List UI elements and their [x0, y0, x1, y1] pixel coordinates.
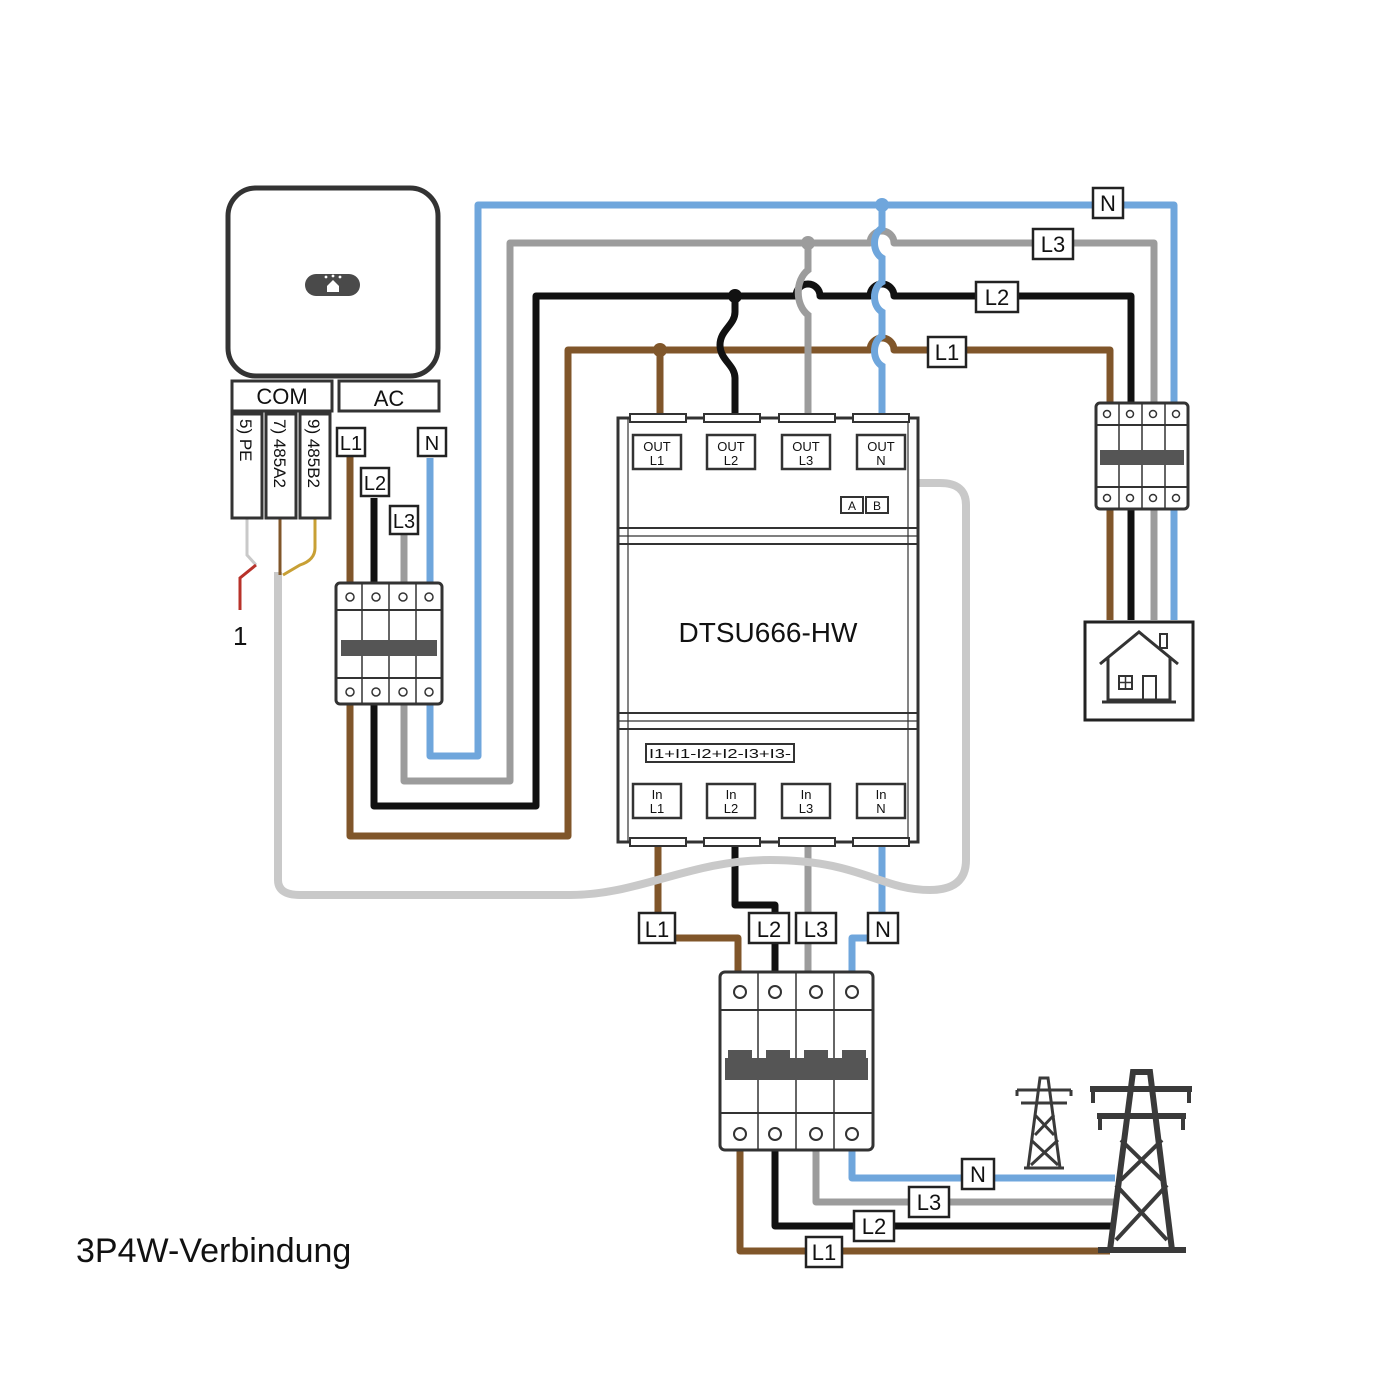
com-pin-wires — [238, 518, 317, 610]
out-l1-top: OUT — [643, 439, 671, 454]
drop-out-n — [871, 205, 886, 418]
wire-in-n — [848, 842, 886, 975]
com-pin-485a: 7) 485A2 — [270, 419, 289, 488]
out-l2-bottom: L2 — [724, 453, 738, 468]
top-wire-labels: N L3 L2 L1 — [926, 186, 1125, 369]
grid-label-l2: L2 — [862, 1214, 886, 1239]
home-icon — [324, 274, 342, 292]
rs485-cable-outer — [274, 479, 970, 899]
top-label-n: N — [1100, 191, 1116, 216]
ac-terminal-n: N — [425, 433, 439, 455]
top-label-l1: L1 — [935, 340, 959, 365]
out-n-top: OUT — [867, 439, 895, 454]
bottom-label-l3: L3 — [804, 917, 828, 942]
breaker-load — [1094, 401, 1190, 511]
top-label-l2: L2 — [985, 285, 1009, 310]
bottom-label-n: N — [875, 917, 891, 942]
ac-terminal-l2: L2 — [364, 473, 386, 495]
top-label-l3: L3 — [1041, 232, 1065, 257]
wire-inverter-l1 — [346, 346, 660, 840]
breaker-grid — [718, 970, 875, 1152]
grid-label-l3: L3 — [917, 1190, 941, 1215]
meter-in-terminals: In L1 In L2 In L3 In N — [631, 782, 907, 820]
wire-grid-l3 — [812, 1148, 1115, 1206]
house-icon — [1083, 620, 1195, 722]
wire-grid-l2 — [771, 1148, 1115, 1230]
in-l2-bottom: L2 — [724, 801, 738, 816]
out-l2-top: OUT — [717, 439, 745, 454]
grid-label-l1: L1 — [812, 1240, 836, 1265]
junction-l2 — [728, 289, 742, 303]
com-label: COM — [256, 384, 307, 409]
bottom-label-l2: L2 — [757, 917, 781, 942]
in-l1-bottom: L1 — [650, 801, 664, 816]
wire-grid-n — [848, 1148, 1115, 1182]
grid-wires — [736, 1148, 1115, 1255]
rs485-b-label: B — [873, 499, 881, 513]
breaker-inverter — [334, 581, 444, 706]
out-n-bottom: N — [876, 453, 885, 468]
pe-wire-red — [238, 563, 257, 610]
in-l3-bottom: L3 — [799, 801, 813, 816]
ac-label: AC — [374, 386, 405, 411]
485b-wire — [282, 518, 317, 577]
in-l3-top: In — [801, 787, 812, 802]
in-n-bottom: N — [876, 801, 885, 816]
diagram-title: 3P4W-Verbindung — [76, 1232, 352, 1270]
wire-junction-dots — [653, 198, 889, 357]
meter-ct-strip: I1+I1-I2+I2-I3+I3- — [645, 743, 795, 763]
junction-l1 — [653, 343, 667, 357]
energy-meter: DTSU666-HW — [616, 413, 920, 847]
com-pin-485a-block — [264, 412, 298, 520]
rs485-a-label: A — [848, 499, 856, 513]
junction-l3 — [801, 236, 815, 250]
drop-out-l3 — [794, 243, 812, 418]
meter-rs485-terminals: A B — [840, 496, 889, 514]
com-pin-pe: 5) PE — [236, 419, 255, 462]
wire-in-l1 — [654, 842, 742, 975]
drop-out-l2 — [716, 296, 739, 418]
small-pylon-icon — [1015, 1076, 1073, 1170]
meter-out-drops — [656, 205, 886, 418]
com-pin-485b: 9) 485B2 — [304, 419, 323, 488]
com-pin-pe-block — [230, 412, 264, 520]
large-pylon-icon — [1090, 1069, 1192, 1253]
grid-wire-labels: N L3 L2 L1 — [804, 1157, 996, 1269]
pe-note: 1 — [233, 621, 247, 651]
in-n-top: In — [876, 787, 887, 802]
com-pin-485b-block — [298, 412, 332, 520]
bottom-wire-labels: L1 L2 L3 N — [637, 911, 900, 945]
com-header — [230, 379, 334, 413]
wire-grid-l1 — [736, 1148, 1110, 1255]
grid-label-n: N — [970, 1162, 986, 1187]
in-l2-top: In — [726, 787, 737, 802]
out-l3-top: OUT — [792, 439, 820, 454]
bottom-label-l1: L1 — [645, 917, 669, 942]
out-l1-bottom: L1 — [650, 453, 664, 468]
ac-header — [337, 379, 441, 413]
inverter: COM AC 5) PE 7) 485A2 9) 485B2 — [225, 185, 441, 520]
ac-terminal-l1: L1 — [340, 433, 362, 455]
ac-terminal-l3: L3 — [393, 511, 415, 533]
meter-out-terminals: OUT L1 OUT L2 OUT L3 OUT N — [631, 433, 907, 471]
power-pylon-icon — [1015, 1069, 1192, 1253]
ct-terminal-labels: I1+I1-I2+I2-I3+I3- — [649, 747, 791, 761]
in-l1-top: In — [652, 787, 663, 802]
meter-name: DTSU666-HW — [679, 617, 858, 648]
pe-wire-grey — [245, 518, 258, 567]
inverter-ac-terminal-labels: L1 L2 L3 N — [335, 426, 448, 536]
junction-n — [875, 198, 889, 212]
out-l3-bottom: L3 — [799, 453, 813, 468]
